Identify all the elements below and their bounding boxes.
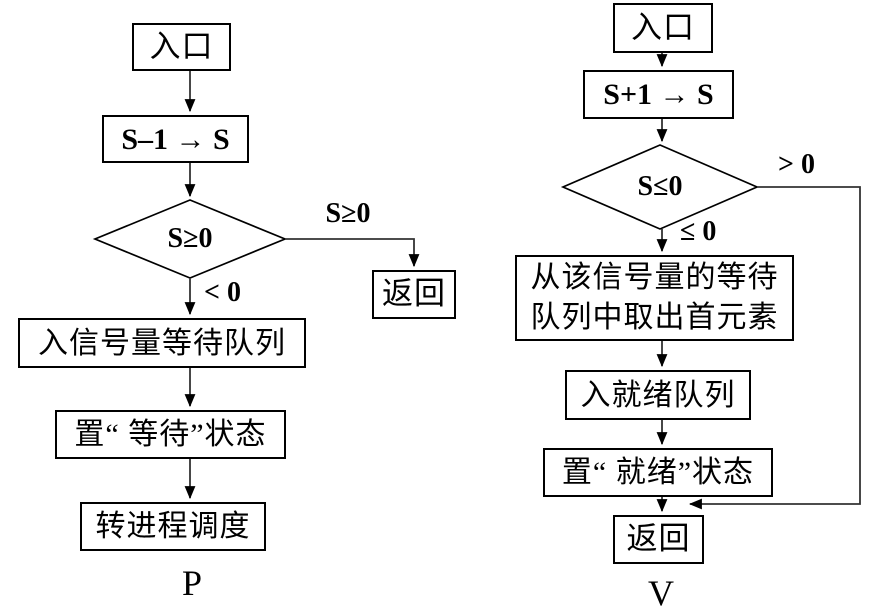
p-entry-box: 入口	[132, 23, 231, 71]
p-step3-box: 转进程调度	[80, 502, 266, 551]
v-step1-line2: 队列中取出首元素	[530, 301, 779, 334]
p-step1-box: 入信号量等待队列	[18, 318, 306, 368]
v-chart-title: V	[648, 573, 674, 613]
v-step1-line1: 从该信号量的等待	[530, 261, 779, 294]
p-branch-down-label: < 0	[204, 277, 241, 308]
v-branch-right-label: > 0	[778, 149, 815, 180]
v-entry-box: 入口	[613, 3, 713, 53]
v-decision-label: S≤0	[637, 171, 683, 202]
p-operation-box: S–1 → S	[102, 115, 249, 163]
v-branch-down-label: ≤ 0	[680, 216, 717, 247]
p-chart-title: P	[181, 563, 203, 603]
p-branch-right-label: S≥0	[325, 198, 371, 229]
v-step1-box: 从该信号量的等待 队列中取出首元素	[515, 255, 794, 341]
v-operation-box: S+1 → S	[583, 70, 734, 119]
v-return-box: 返回	[613, 515, 704, 564]
v-decision-diamond	[560, 144, 760, 230]
p-decision-label: S≥0	[167, 223, 213, 254]
p-branch-right-line	[285, 238, 420, 268]
v-branch-right-feedback-line	[688, 186, 861, 510]
p-return-box: 返回	[372, 270, 456, 319]
v-step2-box: 入就绪队列	[565, 370, 751, 420]
v-step3-box: 置“ 就绪”状态	[543, 448, 773, 497]
p-step2-box: 置“ 等待”状态	[55, 410, 286, 459]
